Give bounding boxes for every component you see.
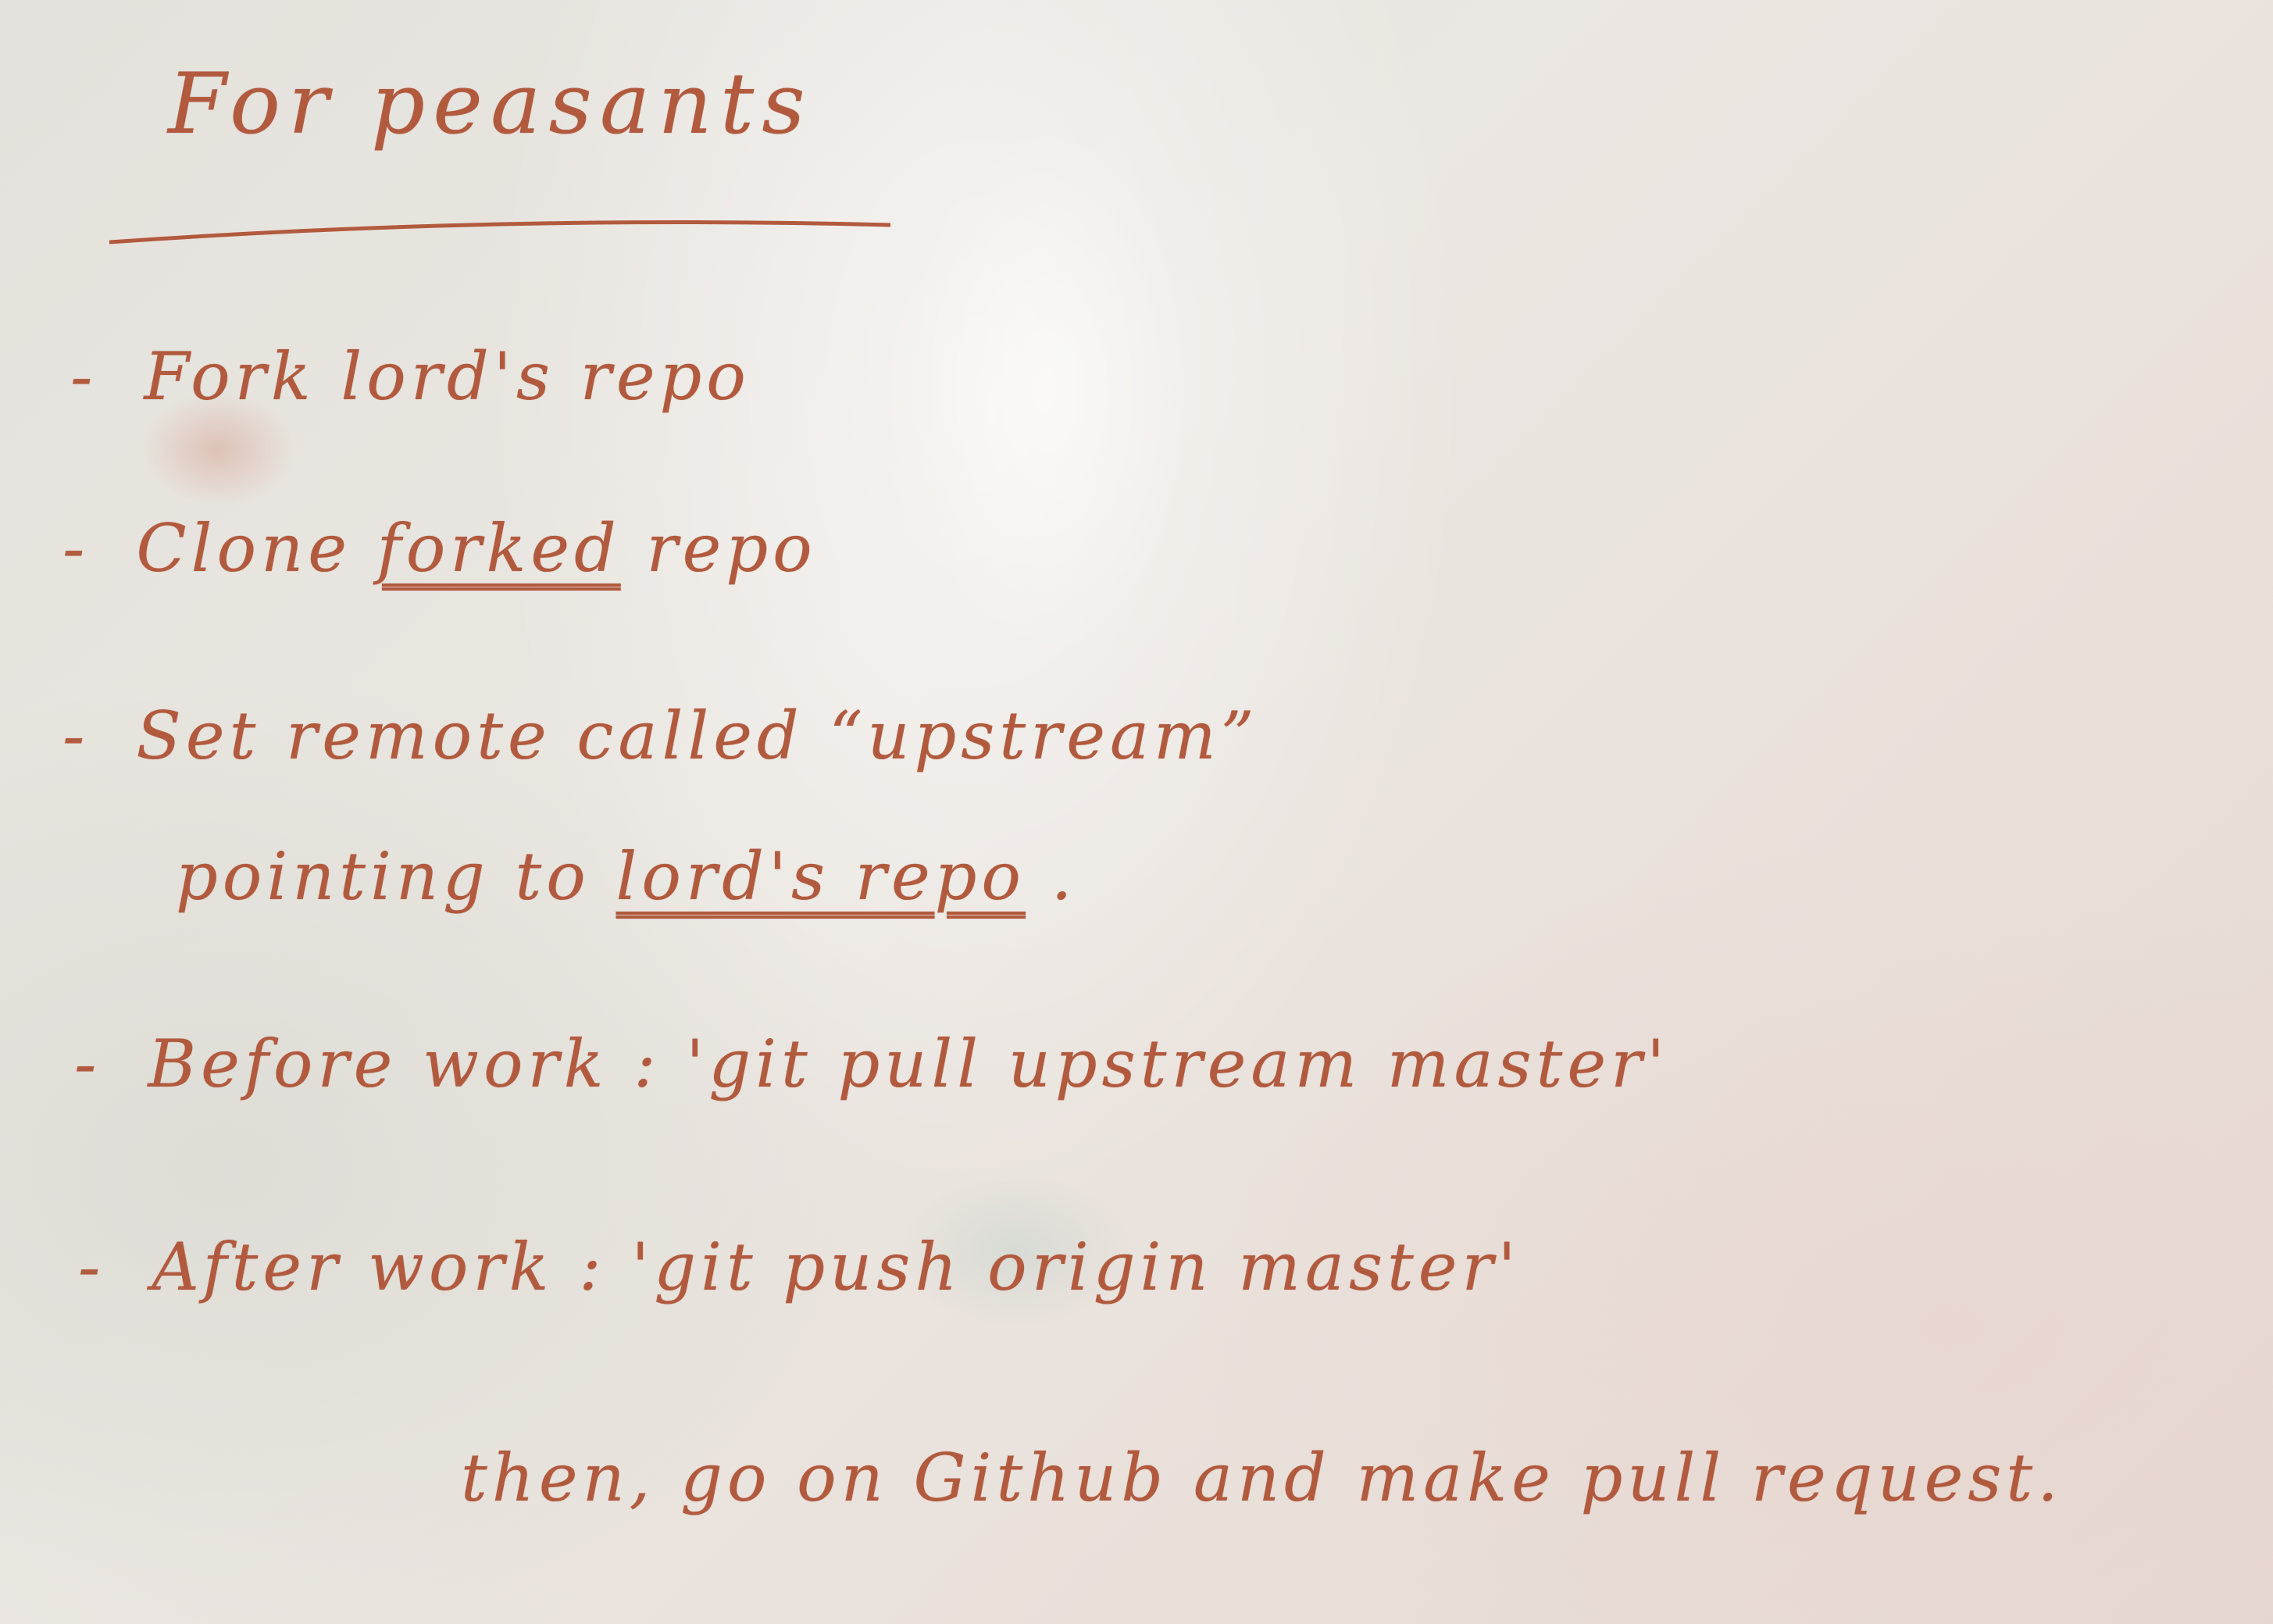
bullet-dash: - (70, 338, 98, 415)
bullet-dash: - (74, 1026, 102, 1102)
step-text: After work : 'git push origin master' (152, 1229, 1521, 1305)
step-after-work: -After work : 'git push origin master' (78, 1234, 1521, 1300)
light-glare (898, 117, 1195, 664)
step-text: Set remote called “upstream” (136, 698, 1259, 774)
step-text: . (1026, 838, 1077, 915)
step-text: Fork lord's repo (144, 338, 751, 415)
underlined-text: lord's repo (616, 838, 1026, 915)
bullet-dash: - (62, 510, 90, 587)
title-underline (109, 220, 890, 244)
step-set-remote: -Set remote called “upstream” (62, 703, 1259, 769)
step-text: repo (620, 510, 817, 587)
step-text: then, go on Github and make pull request… (461, 1440, 2063, 1516)
bullet-dash: - (78, 1229, 105, 1305)
step-text: Before work : 'git pull upstream master' (148, 1026, 1670, 1102)
step-text: pointing to (176, 838, 616, 915)
step-text: Clone (136, 510, 377, 587)
step-set-remote-continued: pointing to lord's repo . (176, 844, 1076, 909)
underlined-text: forked (376, 510, 621, 587)
step-before-work: -Before work : 'git pull upstream master… (74, 1031, 1669, 1097)
title: For peasants (168, 55, 813, 153)
step-fork: -Fork lord's repo (70, 344, 751, 409)
step-pull-request: then, go on Github and make pull request… (461, 1445, 2063, 1511)
step-clone: -Clone forked repo (62, 516, 817, 581)
bullet-dash: - (62, 698, 90, 774)
